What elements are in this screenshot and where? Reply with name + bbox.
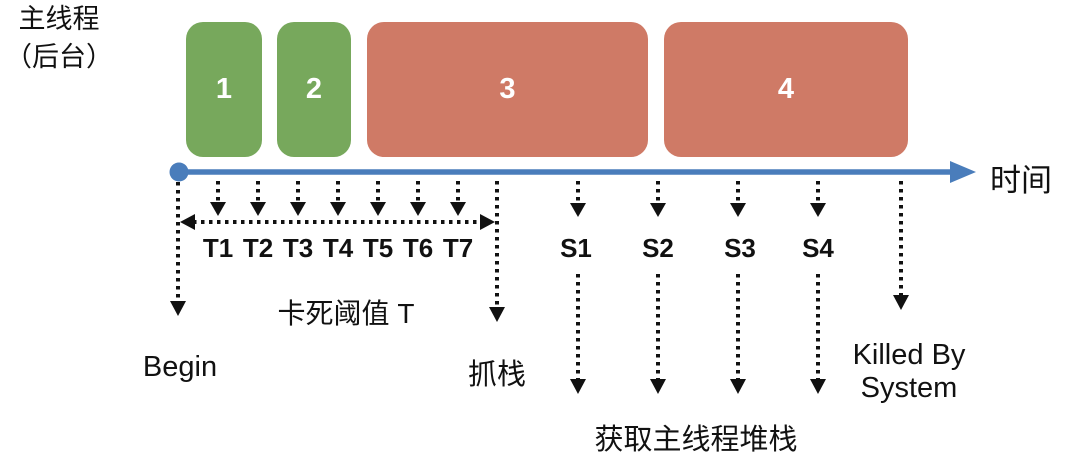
segment-box-2: 2 (277, 22, 351, 157)
grab-stack-arrow (489, 181, 505, 322)
tick-label-t3: T3 (282, 233, 314, 263)
tick-label-t4: T4 (322, 233, 354, 263)
killed-by-system-label: Killed By System (824, 339, 994, 405)
segment-box-4-label: 4 (777, 73, 795, 105)
t-interval-arrows (210, 181, 466, 216)
segment-box-3-label: 3 (499, 73, 516, 105)
get-main-thread-stack-label: 获取主线程堆栈 (594, 424, 798, 456)
tick-label-s1: S1 (560, 233, 592, 263)
tick-label-t5: T5 (362, 233, 394, 263)
s-sample-arrows (570, 181, 826, 217)
threshold-span-arrow (180, 214, 495, 230)
segment-box-4: 4 (664, 22, 908, 157)
segment-box-3: 3 (367, 22, 648, 157)
tick-label-s2: S2 (642, 233, 674, 263)
begin-arrow (170, 182, 186, 316)
segment-box-2-label: 2 (305, 73, 323, 105)
tick-label-t6: T6 (402, 233, 434, 263)
main-thread-label: 主线程 （后台） (0, 0, 118, 76)
timeline-arrowhead (950, 161, 976, 183)
tick-label-s4: S4 (802, 233, 834, 263)
killed-arrow (893, 181, 909, 310)
stack-fetch-arrows (570, 274, 826, 394)
segment-box-1-label: 1 (215, 73, 233, 105)
threshold-label: 卡死阈值 T (277, 298, 415, 329)
tick-label-t2: T2 (242, 233, 274, 263)
tick-label-t1: T1 (202, 233, 234, 263)
time-axis-label: 时间 (990, 163, 1052, 198)
main-thread-label-line1: 主线程 (18, 4, 100, 34)
killed-by-system-line2: System (860, 372, 958, 404)
tick-label-s3: S3 (724, 233, 756, 263)
tick-label-t7: T7 (442, 233, 474, 263)
begin-label: Begin (142, 351, 218, 383)
timeline-start-dot (169, 162, 189, 182)
grab-stack-label: 抓栈 (467, 359, 526, 391)
main-thread-label-line2: （后台） (5, 42, 113, 72)
timeline-axis (169, 161, 976, 183)
segment-box-1: 1 (186, 22, 262, 157)
killed-by-system-line1: Killed By (852, 339, 966, 371)
